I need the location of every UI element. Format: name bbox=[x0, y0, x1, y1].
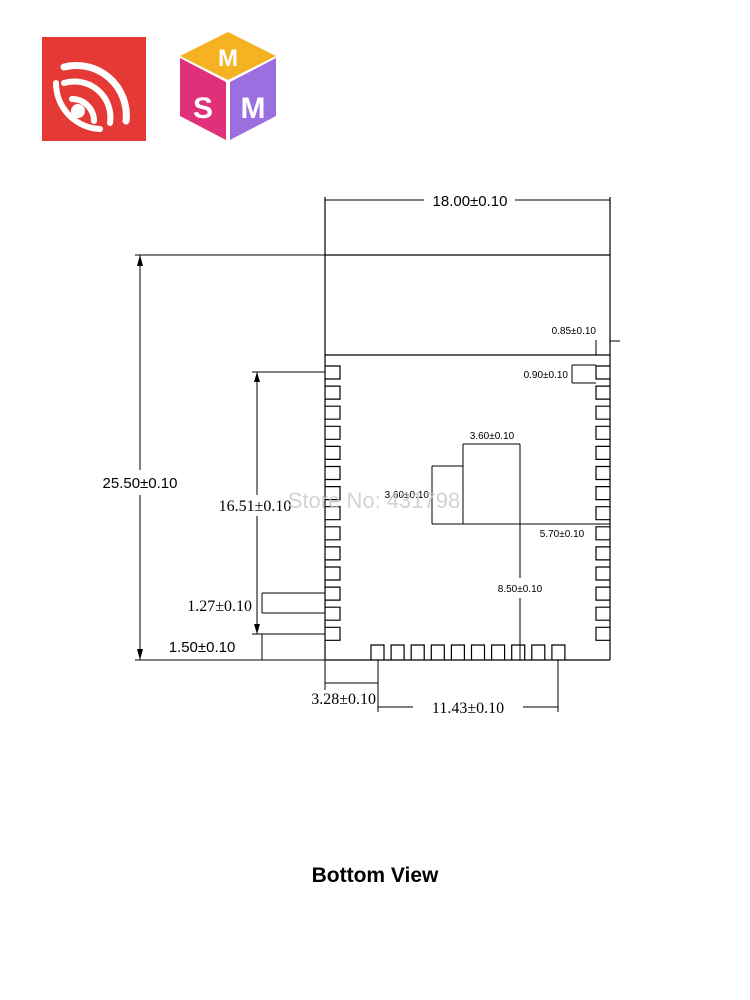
right-pin-pad bbox=[595, 385, 610, 400]
arrowheads bbox=[137, 255, 260, 660]
msm-cube-logo-icon: M S M bbox=[180, 32, 276, 140]
left-pin-pad bbox=[325, 486, 341, 501]
right-pin-pad bbox=[595, 486, 610, 501]
right-pin-pad bbox=[595, 465, 610, 481]
left-pin-pad bbox=[325, 626, 341, 641]
dim-bottom-pin-offset: 3.28±0.10 bbox=[311, 691, 376, 708]
dim-pin-span-left: 16.51±0.10 bbox=[219, 498, 292, 515]
bottom-pin-pad bbox=[511, 644, 526, 660]
left-pin-pad bbox=[325, 365, 341, 380]
logo-letter-right: M bbox=[241, 92, 266, 125]
dim-center-pad-height: 3.60±0.10 bbox=[385, 490, 430, 501]
right-pin-pad bbox=[595, 445, 610, 460]
logo-letter-left: S bbox=[193, 92, 213, 125]
dim-right-margin: 0.85±0.10 bbox=[552, 326, 597, 337]
bottom-pin-pad bbox=[370, 644, 385, 660]
module-outline bbox=[324, 197, 611, 661]
right-pin-pad bbox=[595, 606, 610, 621]
espressif-logo-icon bbox=[42, 37, 146, 141]
left-pin-row bbox=[325, 365, 341, 641]
bottom-pin-pad bbox=[551, 644, 566, 660]
right-pin-pad bbox=[595, 626, 610, 641]
dim-width-top: 18.00±0.10 bbox=[433, 193, 508, 210]
left-pin-pad bbox=[325, 566, 341, 581]
dim-pin-pitch: 1.27±0.10 bbox=[187, 598, 252, 615]
dimension-lines bbox=[135, 199, 620, 712]
dim-center-pad-width: 3.60±0.10 bbox=[470, 431, 515, 442]
right-pin-pad bbox=[595, 365, 610, 380]
bottom-pin-pad bbox=[390, 644, 405, 660]
left-pin-pad bbox=[325, 405, 341, 420]
bottom-pin-pad bbox=[470, 644, 486, 660]
bottom-pin-row bbox=[370, 644, 566, 660]
left-pin-pad bbox=[325, 385, 341, 400]
left-pin-pad bbox=[325, 445, 341, 460]
bottom-pin-pad bbox=[410, 644, 425, 660]
right-pin-pad bbox=[595, 586, 610, 601]
left-pin-pad bbox=[325, 465, 341, 481]
right-pin-pad bbox=[595, 566, 610, 581]
bottom-pin-pad bbox=[491, 644, 506, 660]
right-pin-row bbox=[595, 365, 610, 641]
right-pin-pad bbox=[595, 425, 610, 440]
dim-height-total: 25.50±0.10 bbox=[103, 475, 178, 492]
bottom-pin-pad bbox=[450, 644, 465, 660]
left-pin-pad bbox=[325, 506, 341, 521]
left-pin-pad bbox=[325, 546, 341, 561]
bottom-pin-pad bbox=[531, 644, 546, 660]
right-pin-pad bbox=[595, 526, 610, 541]
dim-bottom-pin-span: 11.43±0.10 bbox=[432, 700, 504, 717]
left-pin-pad bbox=[325, 526, 341, 541]
view-caption: Bottom View bbox=[311, 864, 439, 887]
right-pin-pad bbox=[595, 506, 610, 521]
dim-center-to-right: 5.70±0.10 bbox=[540, 529, 585, 540]
left-pin-pad bbox=[325, 425, 341, 440]
dim-center-to-bottom: 8.50±0.10 bbox=[498, 584, 543, 595]
dim-bottom-margin: 1.50±0.10 bbox=[169, 639, 236, 656]
dim-pad-width: 0.90±0.10 bbox=[524, 370, 569, 381]
store-watermark: Store No: 431798 bbox=[288, 488, 460, 513]
left-pin-pad bbox=[325, 606, 341, 621]
logo-letter-top: M bbox=[218, 45, 238, 72]
right-pin-pad bbox=[595, 546, 610, 561]
left-pin-pad bbox=[325, 586, 341, 601]
right-pin-pad bbox=[595, 405, 610, 420]
bottom-pin-pad bbox=[430, 644, 445, 660]
